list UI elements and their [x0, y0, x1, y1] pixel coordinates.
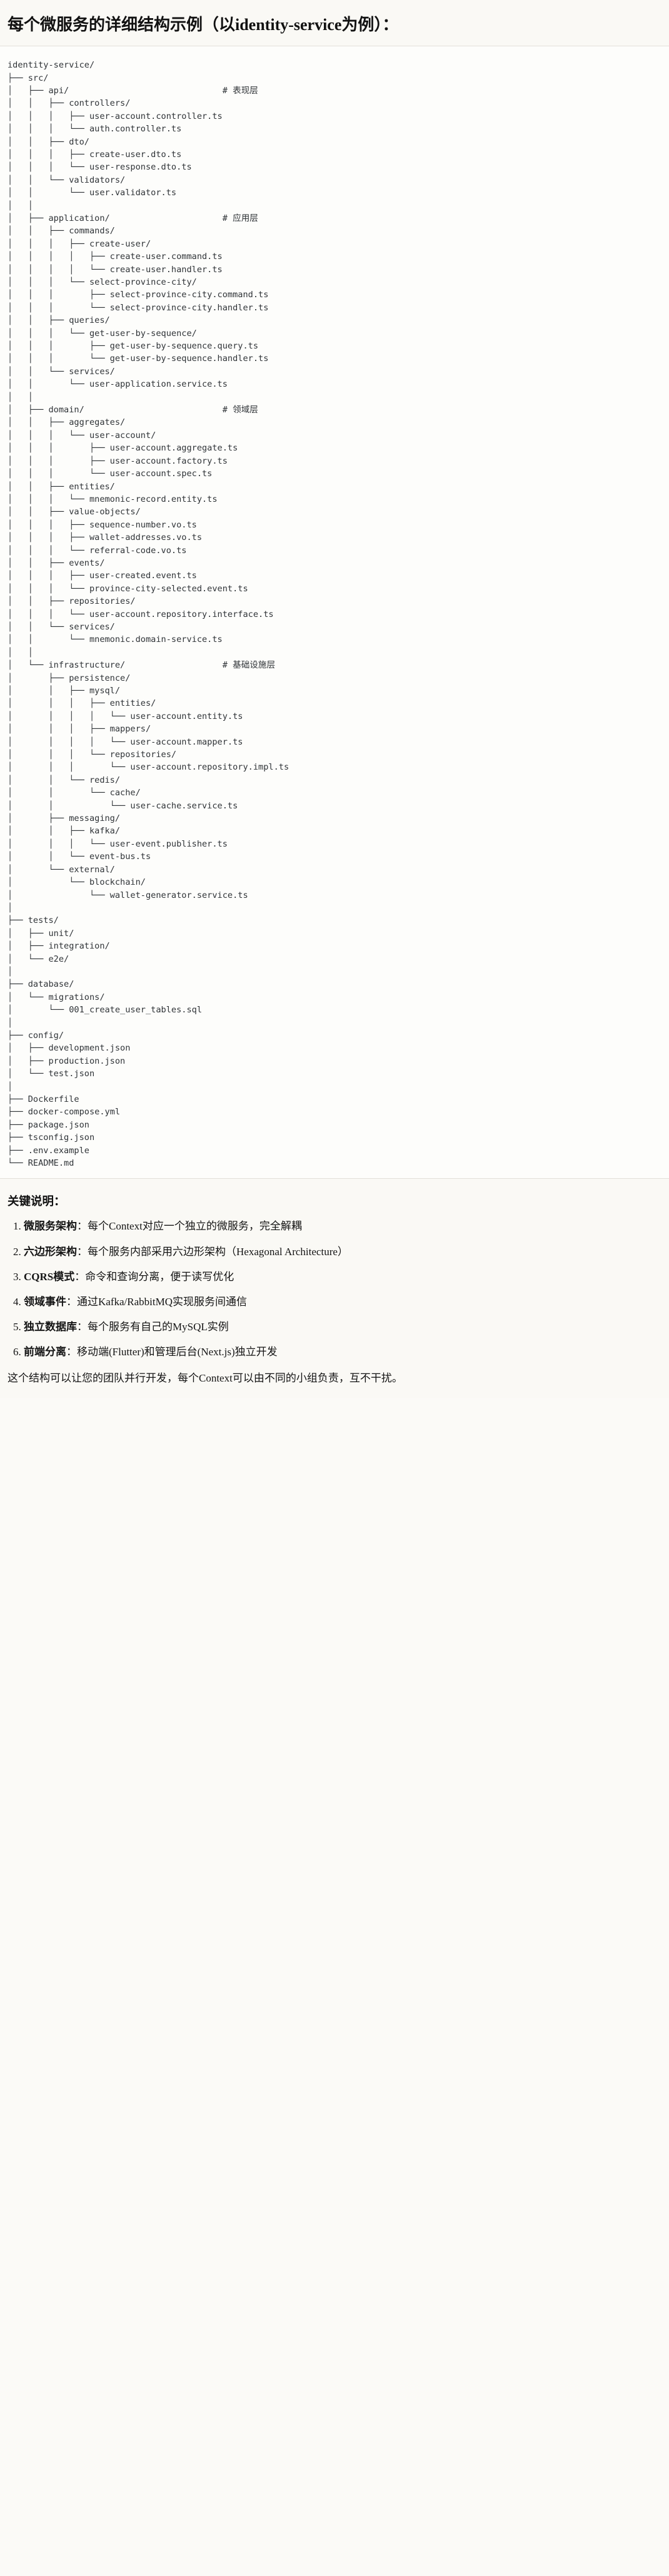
- key-point-description: 每个Context对应一个独立的微服务，完全解耦: [88, 1220, 302, 1233]
- key-point-description: 每个服务有自己的MySQL实例: [88, 1321, 229, 1333]
- key-point-item: 微服务架构：每个Context对应一个独立的微服务，完全解耦: [24, 1218, 661, 1235]
- page-title: 每个微服务的详细结构示例（以identity-service为例）：: [8, 16, 399, 34]
- key-point-item: 六边形架构：每个服务内部采用六边形架构（Hexagonal Architectu…: [24, 1243, 661, 1260]
- key-point-separator: ：: [66, 1296, 77, 1308]
- key-point-item: 前端分离：移动端(Flutter)和管理后台(Next.js)独立开发: [24, 1343, 661, 1360]
- key-points-heading: 关键说明：: [8, 1196, 66, 1209]
- key-point-term: CQRS模式: [24, 1270, 75, 1283]
- key-point-description: 移动端(Flutter)和管理后台(Next.js)独立开发: [77, 1346, 278, 1358]
- key-point-separator: ：: [77, 1245, 88, 1258]
- key-point-description: 通过Kafka/RabbitMQ实现服务间通信: [77, 1296, 247, 1308]
- key-point-description: 每个服务内部采用六边形架构（Hexagonal Architecture）: [88, 1245, 348, 1258]
- key-point-term: 微服务架构: [24, 1220, 77, 1233]
- key-point-item: CQRS模式：命令和查询分离，便于读写优化: [24, 1268, 661, 1285]
- directory-tree-block: identity-service/ ├── src/ │ ├── api/ # …: [0, 46, 669, 1179]
- directory-tree: identity-service/ ├── src/ │ ├── api/ # …: [8, 60, 289, 1169]
- key-point-term: 领域事件: [24, 1296, 66, 1308]
- key-point-term: 独立数据库: [24, 1321, 77, 1333]
- key-point-item: 独立数据库：每个服务有自己的MySQL实例: [24, 1318, 661, 1335]
- key-point-separator: ：: [77, 1220, 88, 1233]
- key-points-section: 关键说明： 微服务架构：每个Context对应一个独立的微服务，完全解耦六边形架…: [0, 1178, 669, 1398]
- key-point-term: 六边形架构: [24, 1245, 77, 1258]
- document-header: 每个微服务的详细结构示例（以identity-service为例）：: [0, 0, 669, 47]
- key-point-separator: ：: [74, 1270, 86, 1283]
- closing-note: 这个结构可以让您的团队并行开发，每个Context可以由不同的小组负责，互不干扰…: [8, 1372, 403, 1384]
- key-point-term: 前端分离: [24, 1346, 66, 1358]
- key-point-item: 领域事件：通过Kafka/RabbitMQ实现服务间通信: [24, 1293, 661, 1310]
- key-point-separator: ：: [77, 1321, 88, 1333]
- key-point-description: 命令和查询分离，便于读写优化: [85, 1270, 234, 1283]
- document-page: 每个微服务的详细结构示例（以identity-service为例）： ident…: [0, 0, 669, 1398]
- key-point-separator: ：: [66, 1346, 77, 1358]
- key-points-list: 微服务架构：每个Context对应一个独立的微服务，完全解耦六边形架构：每个服务…: [8, 1218, 661, 1360]
